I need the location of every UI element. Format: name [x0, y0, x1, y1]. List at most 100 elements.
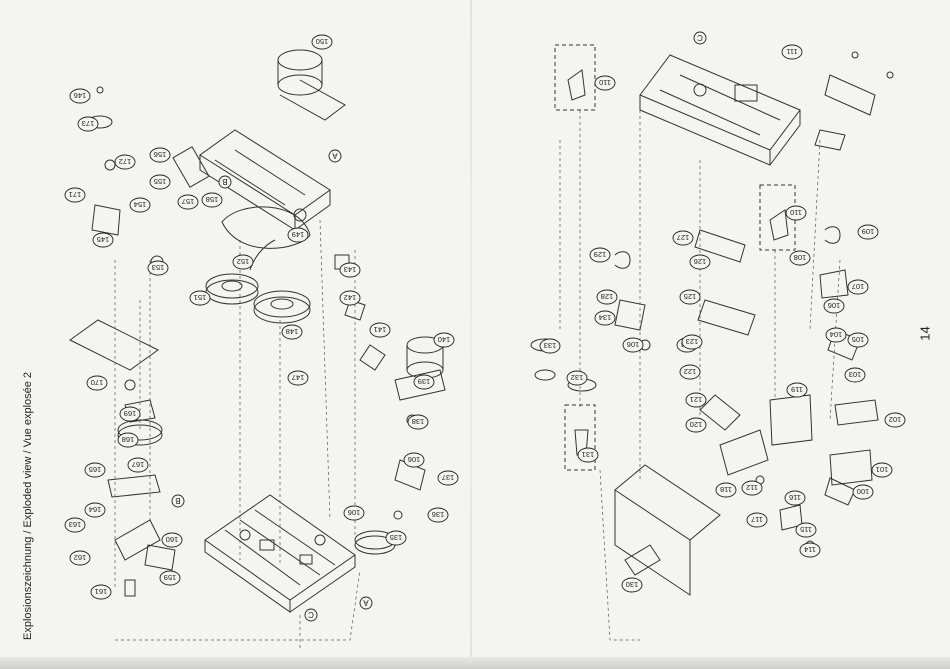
part-callout: 156 [149, 147, 171, 163]
part-callout: 167 [127, 457, 149, 473]
callout-number: 106 [348, 508, 361, 517]
part-callout: 138 [407, 414, 429, 430]
part-callout: 130 [621, 577, 643, 593]
callout-number: 149 [292, 230, 305, 239]
part-callout: 107 [847, 279, 869, 295]
right-boxed-inner [567, 69, 789, 456]
page-fold [470, 0, 472, 669]
callout-number: 118 [720, 485, 732, 494]
callout-number: 122 [684, 367, 697, 376]
part-callout: 109 [857, 224, 879, 240]
callout-number: C [308, 610, 314, 619]
bottom-strip [0, 657, 950, 669]
part-callout: 103 [844, 367, 866, 383]
part-callout: 142 [339, 290, 361, 306]
callout-number: 106 [627, 340, 640, 349]
callout-number: 156 [154, 150, 167, 159]
part-callout: 139 [413, 374, 435, 390]
part-callout: 171 [64, 187, 86, 203]
callout-number: B [222, 177, 227, 186]
part-callout: 115 [795, 522, 817, 538]
callout-number: 140 [438, 335, 451, 344]
reference-letter: A [359, 596, 373, 610]
callout-number: 106 [828, 301, 841, 310]
callout-number: 171 [69, 190, 82, 199]
part-callout: 116 [784, 490, 806, 506]
callout-number: 130 [626, 580, 639, 589]
part-callout: 154 [129, 197, 151, 213]
reference-letter: B [218, 175, 232, 189]
callout-number: 160 [166, 535, 179, 544]
part-callout: 169 [119, 406, 141, 422]
part-callout: 119 [786, 382, 808, 398]
part-callout: 153 [147, 260, 169, 276]
callout-number: 107 [852, 282, 865, 291]
callout-number: 108 [794, 253, 807, 262]
callout-number: 110 [790, 208, 802, 217]
left-main-chassis [204, 494, 356, 613]
part-callout: 114 [799, 542, 821, 558]
callout-number: 105 [852, 335, 865, 344]
callout-number: 123 [686, 337, 699, 346]
part-callout: 158 [201, 192, 223, 208]
callout-number: 164 [89, 505, 102, 514]
part-callout: 159 [159, 570, 181, 586]
callout-number: 152 [237, 257, 250, 266]
callout-number: 170 [91, 378, 104, 387]
part-callout: 110 [785, 205, 807, 221]
callout-number: 143 [344, 265, 357, 274]
left-reels [150, 206, 311, 324]
callout-number: 104 [830, 330, 843, 339]
callout-number: 159 [164, 573, 177, 582]
part-callout: 136 [427, 507, 449, 523]
callout-number: 114 [804, 545, 816, 554]
callout-number: 150 [316, 37, 329, 46]
part-callout: 170 [86, 375, 108, 391]
part-callout: 172 [114, 154, 136, 170]
callout-number: 137 [442, 473, 455, 482]
callout-number: 100 [857, 487, 870, 496]
part-callout: 106 [403, 452, 425, 468]
callout-number: 103 [849, 370, 862, 379]
part-callout: 132 [566, 370, 588, 386]
part-callout: 149 [287, 227, 309, 243]
part-callout: 111 [781, 44, 803, 60]
right-lower-assembly [614, 329, 879, 596]
callout-number: 112 [746, 483, 758, 492]
callout-number: A [332, 151, 338, 160]
part-callout: 157 [177, 194, 199, 210]
callout-number: 132 [571, 373, 584, 382]
right-upper-chassis [639, 51, 894, 166]
callout-number: 146 [74, 91, 87, 100]
part-callout: 104 [825, 327, 847, 343]
callout-number: 133 [544, 341, 557, 350]
part-callout: 106 [622, 337, 644, 353]
callout-number: 145 [97, 235, 110, 244]
reference-letter: A [328, 149, 342, 163]
part-callout: 134 [594, 310, 616, 326]
part-callout: 150 [311, 34, 333, 50]
callout-number: 158 [206, 195, 219, 204]
part-callout: 108 [789, 250, 811, 266]
callout-number: 139 [418, 377, 431, 386]
part-callout: 128 [596, 289, 618, 305]
callout-number: 155 [154, 177, 167, 186]
callout-number: 167 [132, 460, 145, 469]
left-gears [69, 319, 176, 597]
left-upper-assembly [172, 49, 346, 231]
part-callout: 131 [577, 447, 599, 463]
callout-number: 151 [194, 293, 207, 302]
part-callout: 122 [679, 364, 701, 380]
callout-layer: 150 146 173 172 155 154 156 171 145 158 157 149 152 1… [64, 31, 906, 622]
part-callout: 118 [715, 482, 737, 498]
callout-number: 147 [292, 373, 305, 382]
part-callout: 163 [64, 517, 86, 533]
callout-number: 173 [82, 119, 95, 128]
callout-number: 172 [119, 157, 132, 166]
left-top-parts [87, 86, 121, 236]
part-callout: 137 [437, 470, 459, 486]
callout-number: A [363, 598, 369, 607]
part-callout: 160 [161, 532, 183, 548]
